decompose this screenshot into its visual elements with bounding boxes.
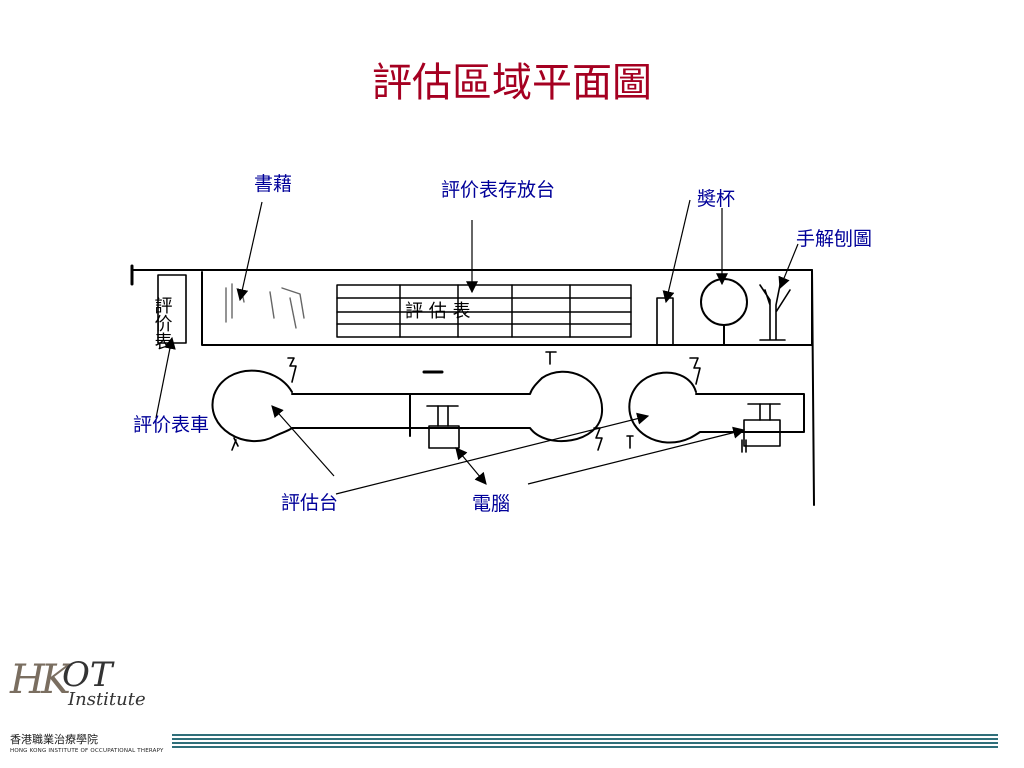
logo-ot: OT <box>62 655 113 695</box>
computer-leader-2 <box>527 426 746 485</box>
chairs <box>231 351 747 453</box>
hand-diagram-leader <box>778 243 799 290</box>
callout-trophy: 奬杯 <box>697 188 735 210</box>
trophy-stand <box>656 297 674 346</box>
footer-stripes <box>172 734 998 750</box>
computer-left <box>426 405 460 449</box>
callout-books: 書藉 <box>254 173 292 195</box>
cart-label: 評价表 <box>152 296 173 350</box>
logo-chinese-name: 香港職業治療學院 <box>10 733 98 746</box>
trophy-stand-leader <box>662 199 691 304</box>
logo-institute: Institute <box>68 689 146 710</box>
hand-anatomy-sketch <box>759 284 791 341</box>
callout-form-cart: 評价表車 <box>133 414 209 436</box>
callout-hand-diagram: 手解刨圖 <box>796 228 872 250</box>
callout-computer: 電腦 <box>472 493 510 515</box>
form-shelf-grid <box>336 284 632 338</box>
logo-english-name: HONG KONG INSTITUTE OF OCCUPATIONAL THER… <box>10 748 164 754</box>
assessment-desk-right <box>628 371 805 444</box>
computer-right <box>743 403 781 447</box>
institute-logo: HK OT Institute 香港職業治療學院 HONG KONG INSTI… <box>10 655 163 760</box>
shelf-label: 評 估 表 <box>405 301 470 322</box>
form-cart-leader <box>155 336 176 419</box>
callout-assessment-desk: 評估台 <box>281 492 338 514</box>
assessment-desk-left <box>211 369 604 442</box>
logo-hk: HK <box>10 657 71 703</box>
callout-form-stand: 評价表存放台 <box>441 179 555 201</box>
books-leader <box>236 201 263 302</box>
trophy-sketch <box>700 278 748 346</box>
desk-leader-1 <box>271 405 335 477</box>
books-sketch <box>225 283 305 329</box>
desk-leader-2 <box>335 412 650 495</box>
page-title: 評估區域平面圖 <box>372 60 652 106</box>
computer-leader-1 <box>455 447 487 485</box>
